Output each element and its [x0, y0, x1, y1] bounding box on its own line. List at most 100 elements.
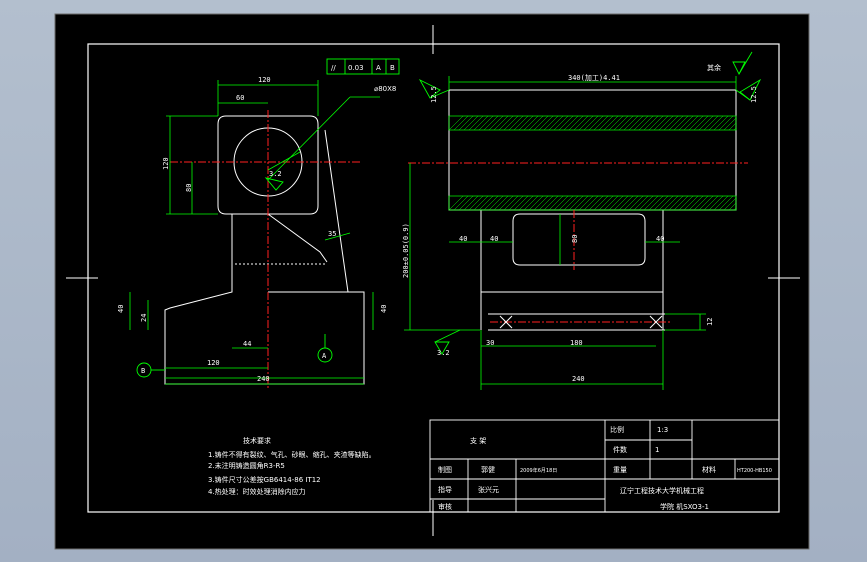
- hatch-stroke: [548, 115, 564, 131]
- hatch-stroke: [508, 115, 524, 131]
- tol-symbol: //: [331, 64, 336, 72]
- drawn-date: 2009年6月18日: [520, 467, 557, 474]
- hatch-stroke: [718, 115, 734, 131]
- hatch-stroke: [678, 195, 694, 211]
- hatch-stroke: [693, 115, 709, 131]
- hatch-stroke: [628, 115, 644, 131]
- rib-line: [267, 213, 328, 263]
- dim-h12: 12: [706, 318, 714, 326]
- hatch-stroke: [513, 195, 529, 211]
- hatch-stroke: [553, 195, 569, 211]
- hatch-stroke: [613, 115, 629, 131]
- tech-item-4: 4.热处理：时效处理消除内应力: [208, 487, 306, 496]
- hatch-stroke: [483, 195, 499, 211]
- hatch-stroke: [533, 195, 549, 211]
- hatch-stroke: [658, 195, 674, 211]
- hatch-stroke: [453, 195, 469, 211]
- dim-w180: 180: [570, 339, 583, 347]
- centerlines-left: [170, 110, 360, 390]
- hatch-stroke: [708, 195, 724, 211]
- dim-h120: 120: [162, 157, 170, 170]
- dim-h80: 80: [185, 184, 193, 192]
- hatch-stroke: [578, 195, 594, 211]
- hatch-stroke: [653, 115, 669, 131]
- datum-markers-left: [136, 177, 333, 378]
- drawn-label: 制图: [438, 465, 452, 474]
- tech-item-2: 2.未注明铸造圆角R3-R5: [208, 461, 285, 470]
- hatch-stroke: [643, 195, 659, 211]
- hatch-stroke: [728, 202, 737, 211]
- hatch-stroke: [493, 195, 509, 211]
- hatch-stroke: [558, 195, 574, 211]
- hatch-lines: [448, 115, 737, 211]
- spot-face-note: ⌀80X8: [374, 85, 396, 93]
- hatch-stroke: [663, 195, 679, 211]
- hatch-stroke: [673, 115, 689, 131]
- hatch-stroke: [488, 115, 504, 131]
- hatch-stroke: [583, 115, 599, 131]
- hatch-stroke: [488, 195, 504, 211]
- hatch-stroke: [588, 115, 604, 131]
- hatch-stroke: [478, 115, 494, 131]
- hatch-stroke: [698, 195, 714, 211]
- hatch-stroke: [653, 195, 669, 211]
- hatch-stroke: [598, 195, 614, 211]
- hatch-stroke: [543, 115, 559, 131]
- hatch-stroke: [483, 115, 499, 131]
- hatch-stroke: [638, 195, 654, 211]
- hatch-stroke: [703, 195, 719, 211]
- hatch-stroke: [573, 115, 589, 131]
- hatch-stroke: [618, 115, 634, 131]
- hatch-stroke: [538, 195, 554, 211]
- hatch-stroke: [683, 195, 699, 211]
- hatch-stroke: [673, 195, 689, 211]
- hatch-stroke: [478, 195, 494, 211]
- datum-b-label: B: [141, 367, 145, 375]
- hatch-stroke: [723, 197, 737, 211]
- dim-w60: 60: [236, 94, 244, 102]
- hatch-stroke: [448, 195, 464, 211]
- dim-w240-left: 240: [257, 375, 270, 383]
- hatch-stroke: [698, 115, 714, 131]
- scale-label: 比例: [610, 425, 624, 434]
- hatch-stroke: [468, 115, 484, 131]
- hatch-stroke: [528, 115, 544, 131]
- tech-item-3: 3.铸件尺寸公差按GB6414-86 IT12: [208, 475, 321, 484]
- tech-title: 技术要求: [243, 436, 271, 445]
- hatch-stroke: [708, 115, 724, 131]
- hatch-stroke: [643, 115, 659, 131]
- review-label: 审核: [438, 502, 452, 511]
- hatch-stroke: [553, 115, 569, 131]
- hatch-stroke: [523, 115, 539, 131]
- hatch-stroke: [688, 115, 704, 131]
- hatch-stroke: [548, 195, 564, 211]
- hatch-stroke: [593, 115, 609, 131]
- dim-w40-b: 40: [490, 235, 498, 243]
- tech-item-1: 1.铸件不得有裂纹、气孔、砂眼、缩孔、夹渣等缺陷。: [208, 450, 376, 459]
- hatch-stroke: [503, 115, 519, 131]
- hatch-stroke: [573, 195, 589, 211]
- hatch-stroke: [723, 117, 737, 131]
- hatch-stroke: [623, 195, 639, 211]
- tol-value: 0.03: [348, 64, 364, 72]
- hatch-stroke: [543, 195, 559, 211]
- hatch-stroke: [458, 195, 474, 211]
- tolerance-frame: [326, 58, 400, 75]
- dim-h40-right: 40: [380, 305, 388, 313]
- hatch-stroke: [598, 115, 614, 131]
- datum-a-label: A: [322, 352, 327, 360]
- material-value: HT200-HB150: [737, 468, 772, 474]
- bolt-marks: [499, 315, 663, 329]
- hatch-stroke: [648, 195, 664, 211]
- hatch-stroke: [713, 195, 729, 211]
- hatch-stroke: [668, 195, 684, 211]
- hatch-stroke: [523, 195, 539, 211]
- hatch-stroke: [733, 127, 737, 131]
- hatch-stroke: [663, 115, 679, 131]
- top-block: [217, 115, 319, 215]
- centering-marks: [66, 25, 800, 536]
- right-view: [448, 89, 737, 331]
- hatch-stroke: [648, 115, 664, 131]
- school-name: 辽宁工程技术大学机械工程: [620, 486, 704, 495]
- dim-w40-c: 40: [656, 235, 664, 243]
